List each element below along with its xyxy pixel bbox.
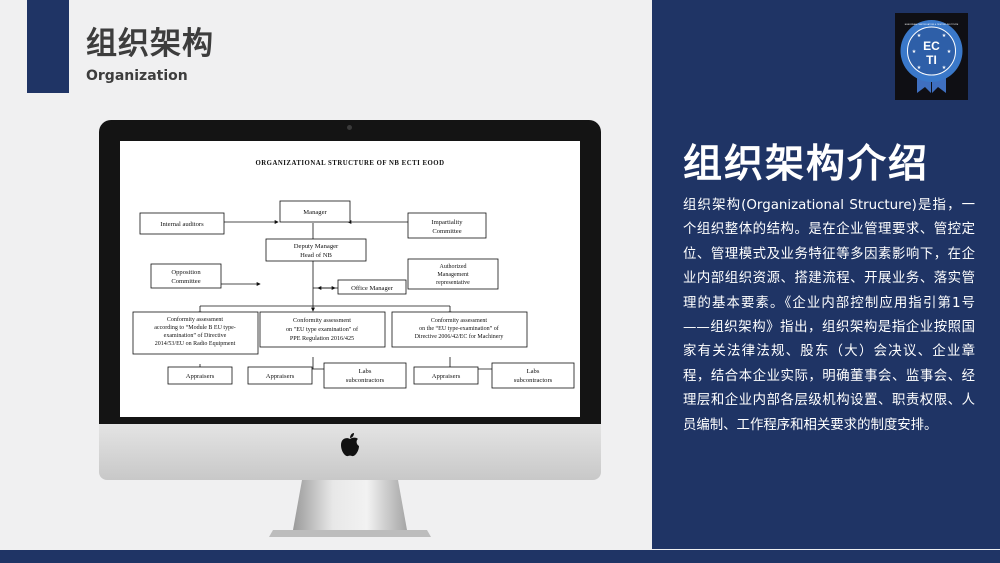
monitor-mockup: ORGANIZATIONAL STRUCTURE OF NB ECTI EOOD [99, 120, 601, 538]
page-subtitle: Organization [86, 68, 188, 84]
org-box-internal-auditors [139, 212, 225, 235]
org-text-labs-1a: Labs [359, 368, 372, 375]
org-text-ca1-3: examination” of Directive [164, 332, 227, 339]
org-box-labs-1 [323, 362, 407, 389]
org-text-ca3-3: Directive 2006/42/EC for Machinery [415, 333, 504, 340]
header-accent-block [27, 0, 69, 93]
org-box-ca2 [259, 311, 386, 348]
org-text-internal-auditors: Internal auditors [160, 221, 204, 228]
camera-icon [347, 125, 352, 130]
org-box-office-manager [337, 279, 407, 295]
org-text-ca1-4: 2014/53/EU on Radio Equipment [155, 341, 236, 347]
org-box-ca1 [132, 311, 259, 355]
org-text-labs-2a: Labs [527, 368, 540, 375]
ecti-logo: EC TI EUROPEAN CERTIFICATION & TESTING I… [895, 13, 968, 100]
svg-text:★: ★ [942, 65, 947, 71]
org-text-appraisers-1: Appraisers [186, 373, 215, 380]
page-title: 组织架构 [86, 26, 214, 62]
org-text-labs-1b: subcontractors [346, 377, 385, 384]
org-text-manager: Manager [303, 209, 327, 216]
org-chart-title: ORGANIZATIONAL STRUCTURE OF NB ECTI EOOD [255, 160, 444, 167]
monitor-stand [269, 480, 431, 537]
svg-text:★: ★ [917, 65, 922, 71]
org-text-impartiality-1: Impartiality [431, 219, 463, 226]
org-text-ca2-1: Conformity assessment [293, 317, 351, 324]
org-text-deputy-1: Deputy Manager [294, 243, 339, 250]
org-box-labs-2 [491, 362, 575, 389]
monitor-screen: ORGANIZATIONAL STRUCTURE OF NB ECTI EOOD [120, 141, 580, 417]
ecti-badge-icon: EC TI EUROPEAN CERTIFICATION & TESTING I… [900, 20, 963, 93]
org-text-impartiality-2: Committee [432, 228, 461, 235]
intro-title: 组织架构介绍 [683, 142, 930, 187]
org-text-opposition-2: Committee [171, 278, 200, 285]
svg-text:★: ★ [917, 33, 922, 39]
org-text-ca1-2: according to “Module B EU type- [154, 324, 235, 331]
org-text-deputy-2: Head of NB [300, 252, 332, 259]
org-text-opposition-1: Opposition [171, 269, 201, 276]
org-box-opposition [150, 263, 222, 289]
org-box-impartiality [407, 212, 487, 239]
org-text-appraisers-3: Appraisers [432, 373, 461, 380]
monitor-chin [99, 424, 601, 480]
apple-logo-icon [341, 433, 359, 457]
logo-text-bottom: TI [926, 53, 937, 67]
org-box-appraisers-2 [247, 366, 313, 385]
org-text-authorized-1: Authorized [440, 264, 467, 270]
logo-ring-text: EUROPEAN CERTIFICATION & TESTING INSTITU… [905, 23, 959, 26]
monitor-bezel: ORGANIZATIONAL STRUCTURE OF NB ECTI EOOD [99, 120, 601, 424]
org-text-labs-2b: subcontractors [514, 377, 553, 384]
org-box-authorized [407, 258, 499, 290]
svg-text:★: ★ [942, 33, 947, 39]
org-text-office-manager: Office Manager [351, 285, 394, 292]
org-box-appraisers-1 [167, 366, 233, 385]
org-box-ca3 [391, 311, 528, 348]
logo-text-top: EC [923, 39, 940, 53]
org-box-appraisers-3 [413, 366, 479, 385]
org-text-authorized-3: representative [436, 280, 470, 286]
intro-panel: EC TI EUROPEAN CERTIFICATION & TESTING I… [652, 0, 1000, 549]
org-chart: ORGANIZATIONAL STRUCTURE OF NB ECTI EOOD [132, 160, 575, 389]
intro-body: 组织架构(Organizational Structure)是指，一个组织整体的… [683, 198, 975, 433]
org-text-authorized-2: Management [437, 272, 469, 278]
org-text-ca2-3: PPE Regulation 2016/425 [290, 335, 354, 342]
svg-text:★: ★ [912, 49, 917, 55]
org-text-appraisers-2: Appraisers [266, 373, 295, 380]
org-text-ca2-2: on "EU type examination" of [286, 326, 359, 333]
org-text-ca1-1: Conformity assessment [167, 316, 223, 323]
org-text-ca3-2: on the “EU type-examination” of [419, 325, 499, 332]
org-box-deputy [265, 238, 367, 262]
org-text-ca3-1: Conformity assessment [431, 317, 487, 324]
svg-text:★: ★ [947, 49, 952, 55]
org-box-manager [279, 200, 351, 223]
footer-bar [0, 550, 1000, 563]
